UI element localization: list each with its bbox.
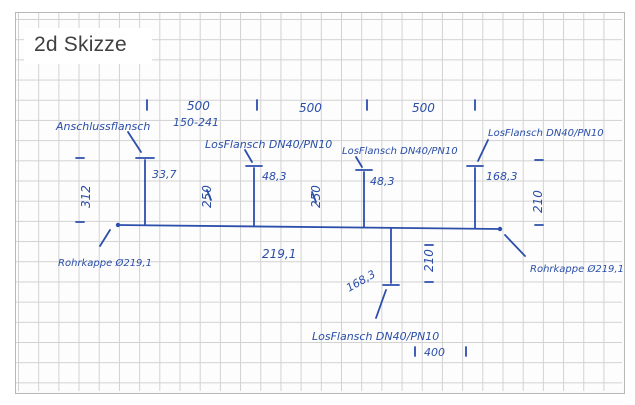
leader-los-2: [355, 156, 363, 168]
label-anschluss: Anschlussflansch: [55, 120, 150, 133]
label-losflansch-3: LosFlansch DN40/PN10: [488, 128, 604, 139]
tick-mid-1: [206, 189, 212, 201]
label-losflansch-2: LosFlansch DN40/PN10: [342, 146, 458, 157]
value-168-3-a: 168,3: [486, 170, 518, 183]
dim-top-1: 500: [187, 99, 210, 113]
page-title: 2d Skizze: [34, 33, 127, 56]
dim-top-3: 500: [412, 101, 435, 115]
leader-bottom: [375, 289, 387, 319]
height-250-b: 250: [309, 185, 323, 208]
leader-los-3: [477, 139, 489, 162]
label-losflansch-1: LosFlansch DN40/PN10: [205, 138, 332, 151]
leader-right-cap: [504, 234, 526, 257]
height-210-bottom: 210: [422, 249, 436, 272]
height-210-right: 210: [531, 190, 545, 213]
value-48-3-b: 48,3: [370, 175, 395, 188]
leader-left-cap: [99, 229, 111, 247]
dim-top-1-sub: 150-241: [173, 116, 219, 129]
graph-paper-sheet: [16, 13, 622, 391]
dim-bottom-400: 400: [424, 346, 445, 359]
main-pipe-line: [117, 224, 501, 230]
pipe-end-left: [115, 222, 121, 228]
value-33-7: 33,7: [152, 168, 177, 181]
label-rohrkappe-left: Rohrkappe Ø219,1: [58, 257, 152, 269]
value-48-3-a: 48,3: [262, 170, 287, 183]
title-background: [24, 28, 152, 64]
pipe-end-right: [497, 226, 503, 232]
label-rohrkappe-right: Rohrkappe Ø219,1: [530, 263, 624, 275]
dim-top-2: 500: [299, 101, 322, 115]
leader-anschluss: [127, 131, 142, 153]
height-312: 312: [79, 185, 93, 208]
tick-mid-2: [311, 191, 317, 203]
value-168-3-b: 168,3: [344, 268, 378, 295]
leader-los-1: [244, 149, 253, 163]
height-250-a: 250: [200, 185, 214, 208]
label-bottom-flange: LosFlansch DN40/PN10: [312, 330, 439, 343]
pipe-diameter: 219,1: [262, 247, 296, 261]
